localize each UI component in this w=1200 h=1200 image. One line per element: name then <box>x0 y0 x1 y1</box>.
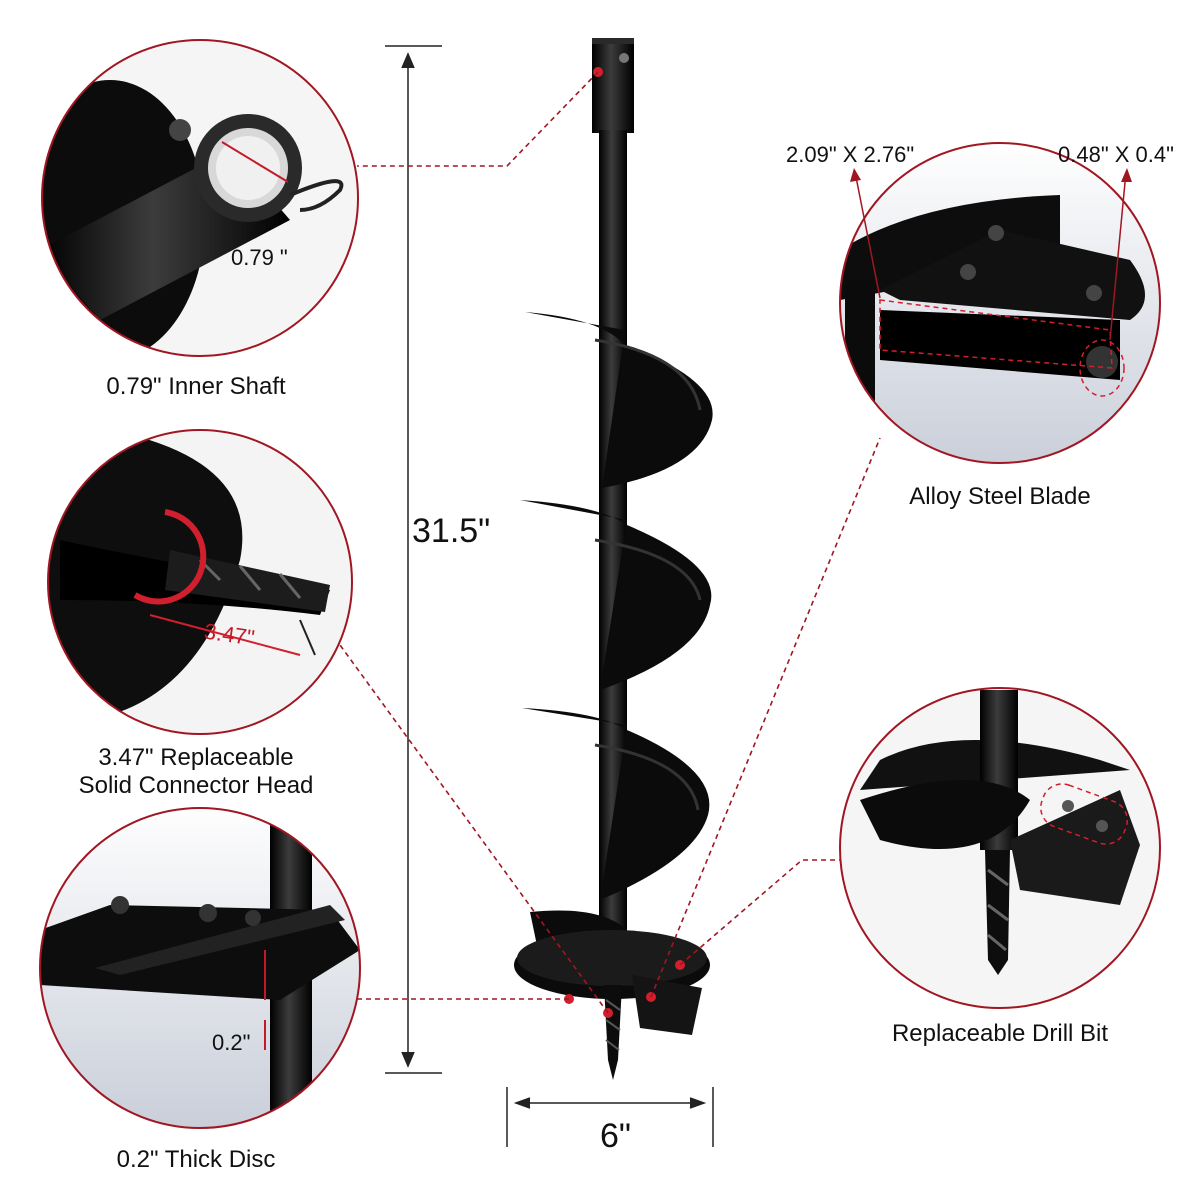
connector-head-caption-line2: Solid Connector Head <box>78 772 314 799</box>
width-label: 6" <box>600 1117 631 1155</box>
inner-shaft-measure: 0.79 " <box>231 245 288 270</box>
leader-lines <box>339 71 881 1014</box>
width-dimension <box>506 1087 714 1147</box>
blade-measure-right: 0.48" X 0.4" <box>1058 142 1174 167</box>
thick-disc-circle <box>39 807 361 1129</box>
blade <box>632 975 702 1035</box>
alloy-blade-caption: Alloy Steel Blade <box>909 483 1091 510</box>
blade-measure-left: 2.09" X 2.76" <box>786 142 915 167</box>
inner-shaft-caption: 0.79" Inner Shaft <box>106 373 286 400</box>
inner-shaft-circle <box>41 39 359 357</box>
connector-head-caption-line1: 3.47" Replaceable <box>98 744 294 771</box>
shaft-connector <box>592 38 634 133</box>
alloy-blade-circle <box>839 142 1161 464</box>
height-label: 31.5" <box>412 512 491 550</box>
drill-bit-circle <box>839 687 1161 1009</box>
height-dimension <box>385 45 442 1074</box>
thick-disc-measure: 0.2" <box>212 1030 251 1055</box>
drill-bit-caption: Replaceable Drill Bit <box>891 1020 1109 1047</box>
thick-disc-caption: 0.2" Thick Disc <box>116 1146 276 1173</box>
drill-bit <box>604 985 622 1080</box>
auger-main <box>514 38 713 1080</box>
connector-head-circle <box>47 429 353 735</box>
